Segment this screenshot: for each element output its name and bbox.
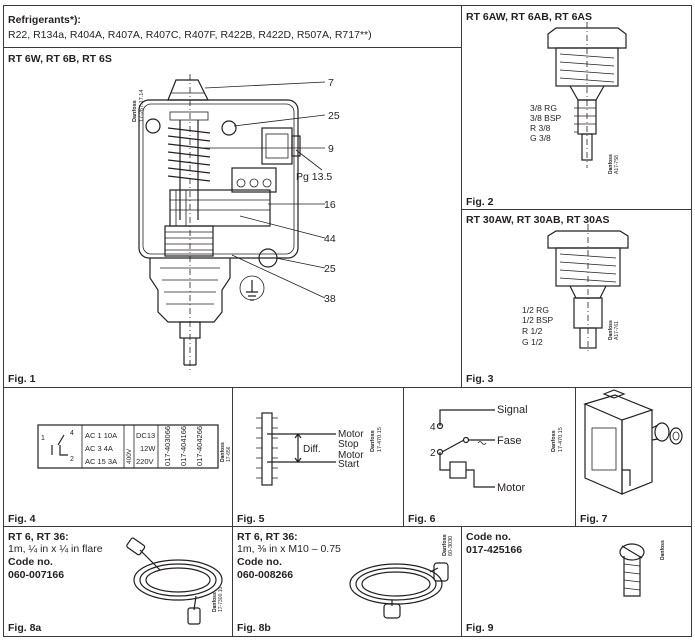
fig8a-drawing: Danfoss 17-7300.10 bbox=[126, 537, 224, 625]
panel-fig8b bbox=[232, 526, 462, 637]
fig6-stamp-brand: Danfoss bbox=[551, 430, 557, 452]
fig6-signal: Signal bbox=[497, 404, 528, 416]
fig6-fase: Fase bbox=[497, 435, 521, 447]
fig8b-stamp-code: 60-3030 bbox=[448, 536, 454, 556]
fig1-part-38: 38 bbox=[324, 293, 336, 305]
refrigerants-heading: Refrigerants*): bbox=[8, 14, 81, 26]
fig1-part-9: 9 bbox=[328, 143, 334, 155]
fig8b-drawing: Danfoss 60-3030 bbox=[349, 534, 454, 619]
fig3-thread-bsp: 1/2 BSP bbox=[522, 315, 554, 325]
fig4-rating-400v: 400V bbox=[126, 448, 133, 464]
fig5-stamp-brand: Danfoss bbox=[370, 430, 376, 452]
fig4-stamp-brand: Danfoss bbox=[220, 442, 226, 462]
fig3-thread-r: R 1/2 bbox=[522, 326, 543, 336]
fig8a-code-label: Code no. bbox=[8, 556, 53, 568]
fig1-label: Fig. 1 bbox=[8, 373, 36, 385]
fig8a-stamp-brand: Danfoss bbox=[212, 592, 218, 612]
fig1-pg-label: Pg 13.5 bbox=[296, 171, 332, 183]
fig4-code-1: 017-403066 bbox=[163, 426, 172, 466]
fig3-title: RT 30AW, RT 30AB, RT 30AS bbox=[466, 214, 610, 226]
fig8a-label: Fig. 8a bbox=[8, 622, 42, 634]
fig6-terminal-4: 4 bbox=[430, 422, 436, 433]
fig4-drawing: 1 4 2 AC 1 10A AC 3 4A AC 15 3A DC13 12W… bbox=[37, 424, 232, 469]
fig6-drawing: 4 2 Signal Fase Motor Danfoss 17-470.15 bbox=[430, 404, 564, 494]
fig8a-code: 060-007166 bbox=[8, 569, 65, 581]
fig2-thread-rg: 3/8 RG bbox=[530, 103, 557, 113]
fig9-stamp-brand: Danfoss bbox=[660, 540, 666, 560]
fig9-label: Fig. 9 bbox=[466, 622, 494, 634]
fig7-label: Fig. 7 bbox=[580, 513, 608, 525]
fig4-rating-12w: 12W bbox=[140, 444, 156, 453]
fig1-drawing: 7 25 9 16 44 25 38 Pg 13.5 Danfoss 17-26… bbox=[132, 74, 340, 372]
fig2-stamp-code: A17-758 bbox=[614, 155, 620, 174]
fig1-stamp-code: 17-267.17.14 bbox=[139, 90, 145, 122]
fig9-code: 017-425166 bbox=[466, 544, 523, 556]
fig2-drawing: 3/8 RG 3/8 BSP R 3/8 G 3/8 Danfoss A17-7… bbox=[530, 22, 627, 174]
panel-fig7 bbox=[575, 387, 692, 527]
fig5-motor-start-2: Start bbox=[338, 459, 359, 470]
fig2-label: Fig. 2 bbox=[466, 196, 494, 208]
fig8b-spec: 1m, ⅜ in x M10 – 0.75 bbox=[237, 543, 341, 555]
fig3-label: Fig. 3 bbox=[466, 373, 494, 385]
fig3-stamp-code: A17-761 bbox=[614, 321, 620, 340]
fig4-rating-ac1: AC 1 10A bbox=[85, 431, 117, 440]
fig3-thread-g: G 1/2 bbox=[522, 337, 543, 347]
fig1-part-16: 16 bbox=[324, 199, 336, 211]
fig1-part-44: 44 bbox=[324, 233, 336, 245]
fig5-motor-stop-2: Stop bbox=[338, 439, 359, 450]
fig3-thread-rg: 1/2 RG bbox=[522, 305, 549, 315]
fig8a-stamp-code: 17-7300.10 bbox=[218, 586, 224, 612]
panel-refrigerants bbox=[3, 5, 462, 48]
fig3-stamp-brand: Danfoss bbox=[608, 320, 614, 340]
fig4-code-2: 017-404166 bbox=[179, 426, 188, 466]
fig4-terminal-4: 4 bbox=[70, 430, 74, 437]
fig3-drawing: 1/2 RG 1/2 BSP R 1/2 G 1/2 Danfoss A17-7… bbox=[522, 224, 629, 354]
fig4-terminal-1: 1 bbox=[41, 435, 45, 442]
fig1-part-25-top: 25 bbox=[328, 110, 340, 122]
fig4-label: Fig. 4 bbox=[8, 513, 36, 525]
fig1-stamp-brand: Danfoss bbox=[132, 100, 138, 122]
panel-fig8a bbox=[3, 526, 233, 637]
fig2-thread-bsp: 3/8 BSP bbox=[530, 113, 562, 123]
fig8b-stamp-brand: Danfoss bbox=[442, 534, 448, 556]
fig6-motor: Motor bbox=[497, 482, 525, 494]
fig4-terminal-2: 2 bbox=[70, 456, 74, 463]
fig4-rating-220v: 220V bbox=[136, 457, 154, 466]
fig8a-title: RT 6, RT 36: bbox=[8, 531, 69, 543]
fig4-rating-ac3: AC 3 4A bbox=[85, 444, 113, 453]
fig2-thread-r: R 3/8 bbox=[530, 123, 551, 133]
fig8b-title: RT 6, RT 36: bbox=[237, 531, 298, 543]
fig5-drawing: Motor Stop Diff. Motor Start Danfoss 17-… bbox=[256, 412, 383, 486]
fig2-stamp-brand: Danfoss bbox=[608, 154, 614, 174]
fig9-code-label: Code no. bbox=[466, 531, 511, 543]
fig8b-code: 060-008266 bbox=[237, 569, 294, 581]
refrigerants-list: R22, R134a, R404A, R407A, R407C, R407F, … bbox=[8, 29, 372, 41]
fig8b-label: Fig. 8b bbox=[237, 622, 271, 634]
fig6-terminal-2: 2 bbox=[430, 448, 436, 459]
panel-fig4 bbox=[3, 387, 233, 527]
fig8b-code-label: Code no. bbox=[237, 556, 282, 568]
fig1-title: RT 6W, RT 6B, RT 6S bbox=[8, 53, 112, 65]
fig5-motor-stop-1: Motor bbox=[338, 429, 364, 440]
fig6-label: Fig. 6 bbox=[408, 513, 436, 525]
fig1-part-25-bottom: 25 bbox=[324, 263, 336, 275]
fig7-drawing bbox=[583, 389, 683, 495]
fig8a-spec: 1m, ¼ in x ¼ in flare bbox=[8, 543, 103, 555]
fig5-stamp-code: 17-470.15 bbox=[377, 427, 383, 452]
fig2-thread-g: G 3/8 bbox=[530, 133, 551, 143]
fig4-code-3: 017-404266 bbox=[195, 426, 204, 466]
fig4-rating-ac15: AC 15 3A bbox=[85, 457, 117, 466]
fig4-stamp-code: 17-656 bbox=[226, 446, 232, 462]
panel-fig9 bbox=[461, 526, 692, 637]
fig1-part-7: 7 bbox=[328, 77, 334, 89]
fig5-motor-start-1: Motor bbox=[338, 450, 364, 461]
fig5-diff: Diff. bbox=[303, 444, 321, 455]
fig5-label: Fig. 5 bbox=[237, 513, 265, 525]
fig4-rating-dc13: DC13 bbox=[136, 431, 155, 440]
panel-fig5 bbox=[232, 387, 404, 527]
fig2-title: RT 6AW, RT 6AB, RT 6AS bbox=[466, 11, 593, 23]
fig6-stamp-code: 17-470.15 bbox=[558, 427, 564, 452]
